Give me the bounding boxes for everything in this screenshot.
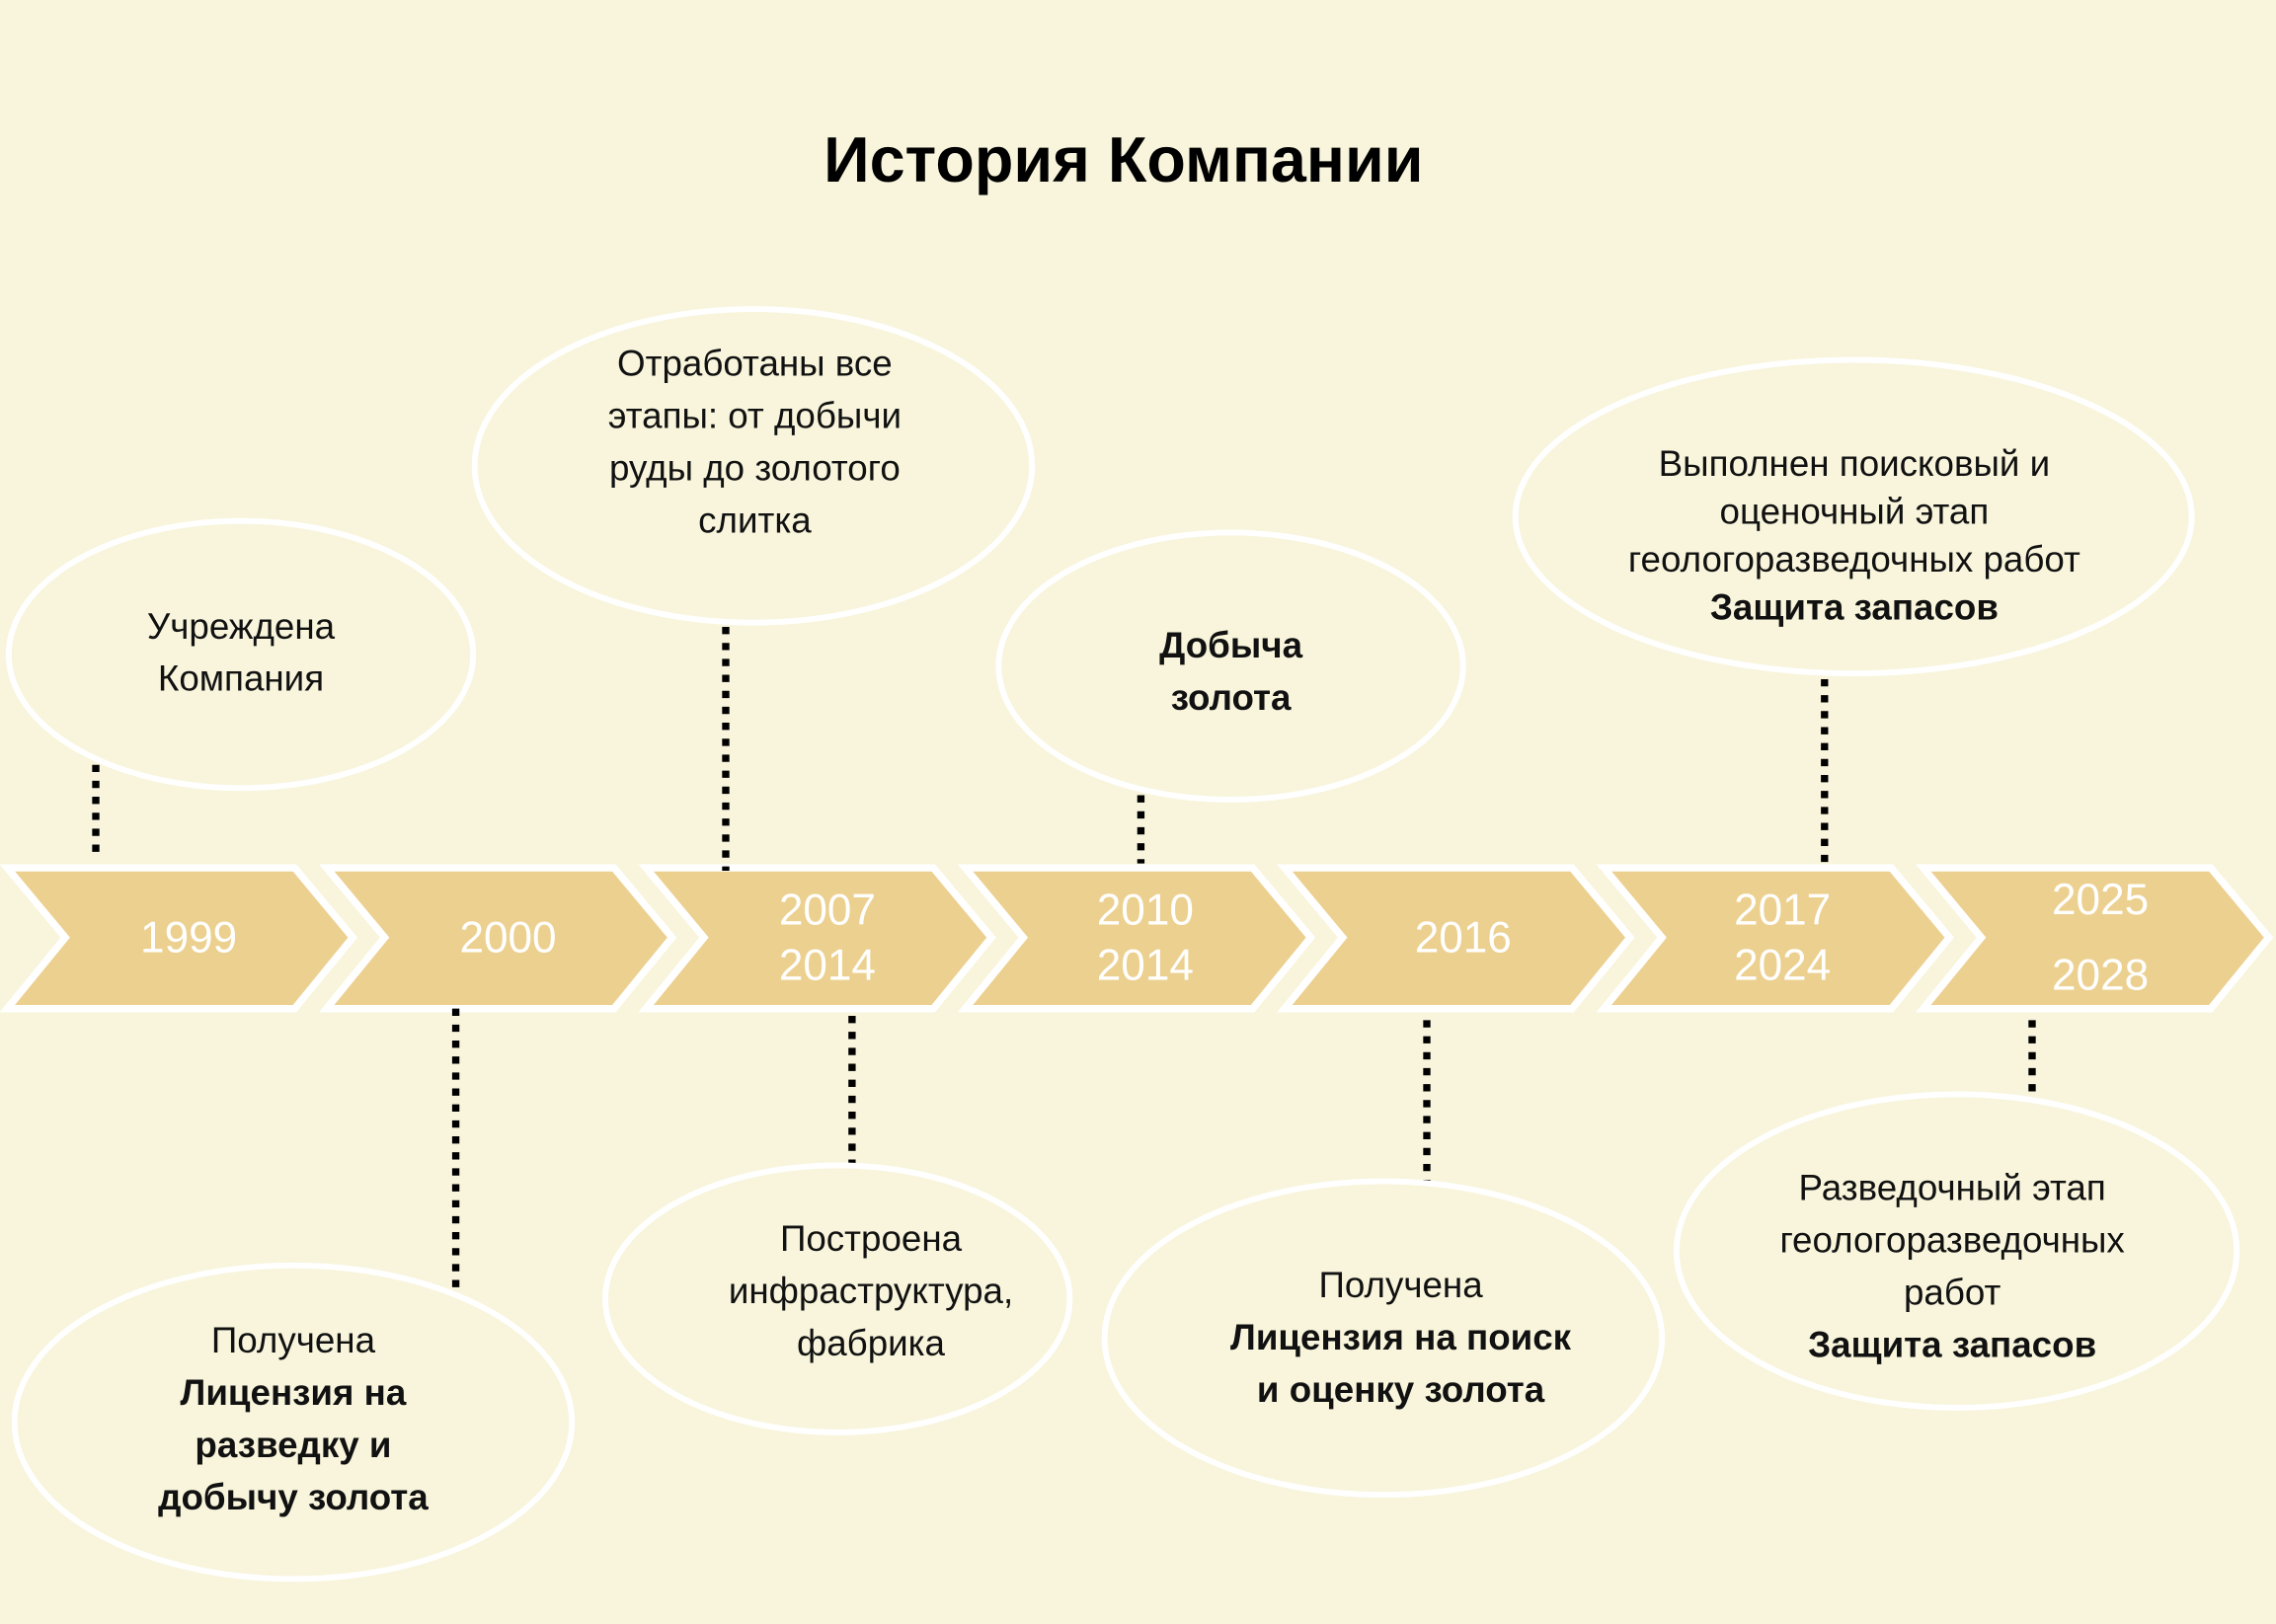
year-text: 1999 [140, 913, 238, 962]
chevron-2016 [1277, 864, 1635, 1013]
bubble-exploration-stage [1673, 1091, 2240, 1411]
event-infrastructure: Построена инфраструктура, фабрика [697, 1211, 1046, 1371]
bubble-infrastructure [602, 1162, 1073, 1435]
year-text: 2017 [1734, 886, 1832, 934]
bubble-license-exploration [11, 1262, 576, 1583]
event-search-stage: Выполнен поисковый и оценочный этап геол… [1611, 414, 2097, 660]
event-exploration-stage: Разведочный этап геологоразведочных рабо… [1742, 1161, 2162, 1371]
year-label-2007-2014: 2007 2014 [682, 868, 973, 1009]
bubble-license-search [1101, 1178, 1666, 1499]
chevron-1999 [0, 864, 357, 1013]
event-text: Отработаны все этапы: от добычи руды до … [607, 344, 903, 542]
chevron-2025 [1915, 864, 2274, 1013]
event-text: Получена [1318, 1265, 1483, 1306]
event-text: Построена инфраструктура, фабрика [728, 1218, 1014, 1364]
bubble-search-stage [1512, 356, 2195, 677]
year-text: 2000 [459, 913, 557, 962]
year-label-2016: 2016 [1318, 868, 1609, 1009]
year-text: 2028 [2052, 951, 2150, 1000]
event-bold-text: Защита запасов [1709, 587, 1999, 629]
event-text: Разведочный этап геологоразведочных рабо… [1779, 1167, 2125, 1313]
year-text: 2016 [1414, 913, 1512, 962]
event-text: Получена [210, 1320, 376, 1361]
chevron-2017 [1596, 864, 1954, 1013]
year-text: 2025 [2052, 876, 2150, 924]
event-bold-text: Лицензия на поиск и оценку золота [1230, 1317, 1572, 1411]
year-text: 2024 [1734, 941, 1832, 989]
event-bold-text: Добыча золота [1159, 624, 1303, 718]
year-label-2010-2014: 2010 2014 [1000, 868, 1291, 1009]
year-label-2017-2024: 2017 2024 [1637, 868, 1927, 1009]
year-label-2025-2028: 2025 2028 [1955, 868, 2245, 1009]
chevron-2000 [318, 864, 677, 1013]
event-text: Учреждена Компания [146, 606, 336, 700]
event-text: Выполнен поисковый и оценочный этап геол… [1627, 443, 2080, 580]
page-title: История Компании [824, 124, 1424, 196]
event-bold-text: Защита запасов [1808, 1324, 2097, 1365]
year-text: 2010 [1096, 886, 1194, 934]
year-text: 2014 [1096, 941, 1194, 989]
year-text: 2014 [778, 941, 876, 989]
event-bold-text: Лицензия на разведку и добычу золота [158, 1372, 429, 1518]
event-gold-mining: Добыча золота [1100, 617, 1362, 726]
bubble-gold-mining [995, 529, 1466, 803]
bubble-all-stages [471, 306, 1036, 626]
event-all-stages: Отработаны все этапы: от добычи руды до … [574, 334, 937, 552]
event-founded: Учреждена Компания [87, 580, 395, 726]
chevron-2010 [957, 864, 1316, 1013]
year-text: 2007 [778, 886, 876, 934]
bubble-founded [5, 517, 477, 792]
chevron-2007 [638, 864, 996, 1013]
year-label-2000: 2000 [363, 868, 654, 1009]
year-label-1999: 1999 [43, 868, 334, 1009]
